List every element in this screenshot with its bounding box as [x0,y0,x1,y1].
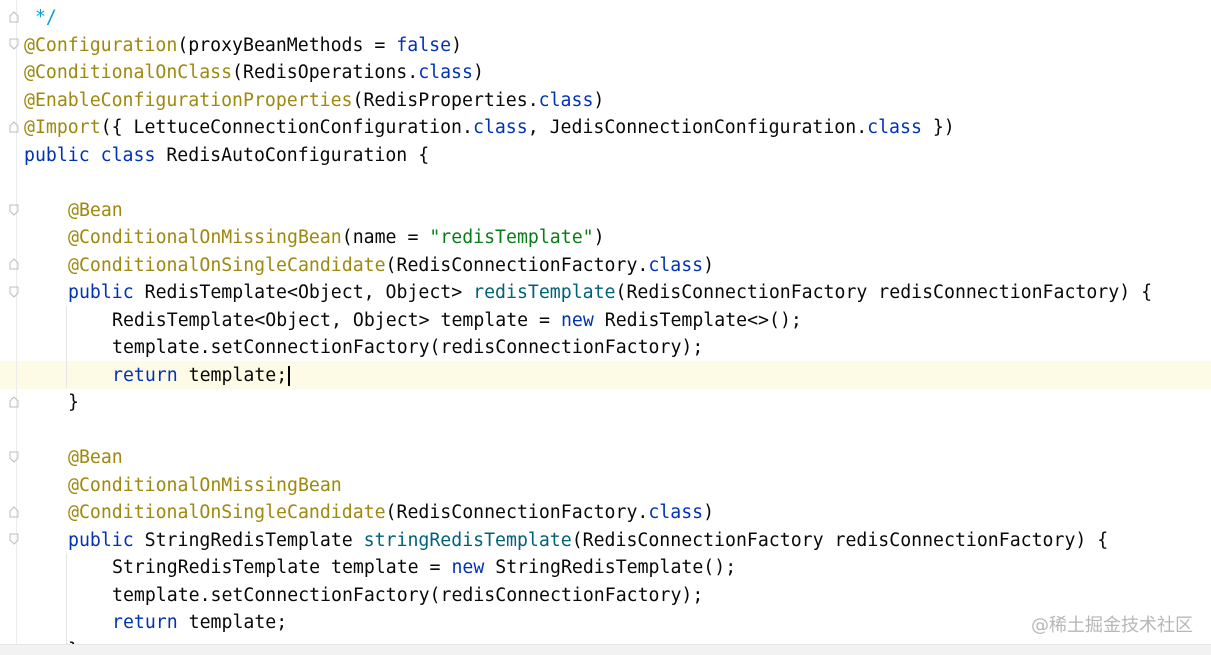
code-line[interactable]: } [68,389,79,417]
code-line[interactable]: @ConditionalOnSingleCandidate(RedisConne… [68,499,714,527]
code-token: } [68,392,79,413]
gutter-divider [16,0,17,655]
code-token: template.setConnectionFactory(redisConne… [112,337,704,358]
code-token: , JedisConnectionConfiguration. [527,117,868,138]
horizontal-scrollbar[interactable] [0,644,1211,655]
code-token: ({ LettuceConnectionConfiguration. [100,117,473,138]
code-token: ) [703,502,715,523]
code-token: ) [703,254,715,276]
code-line[interactable]: template.setConnectionFactory(redisConne… [112,334,703,362]
code-token: RedisTemplate<Object, Object> [133,282,474,303]
code-line[interactable]: @Configuration(proxyBeanMethods = false) [24,32,462,60]
code-line[interactable]: @Bean [68,444,123,472]
code-line[interactable]: @Import({ LettuceConnectionConfiguration… [24,114,955,142]
code-line[interactable]: public StringRedisTemplate stringRedisTe… [68,527,1108,555]
code-token: RedisTemplate<>(); [593,309,802,331]
code-token: class [867,117,922,138]
fold-end-icon[interactable] [9,506,19,518]
code-token: public class [24,144,156,166]
code-token: false [396,34,452,56]
code-token: class [538,89,594,111]
code-token: ) [472,62,484,83]
code-line[interactable]: @ConditionalOnClass(RedisOperations.clas… [24,59,484,87]
code-token: class [472,117,528,138]
code-token: template; [177,364,288,386]
code-token: @EnableConfigurationProperties [24,89,353,111]
code-token: template; [177,612,288,633]
code-token: RedisAutoConfiguration { [155,144,430,166]
code-line[interactable]: public class RedisAutoConfiguration { [24,142,429,170]
code-token: ) [593,89,605,111]
fold-start-icon[interactable] [9,451,19,463]
fold-start-icon[interactable] [9,38,19,50]
fold-end-icon[interactable] [9,258,19,270]
code-token: @Import [24,117,101,138]
code-token: @Bean [68,447,123,468]
indent-guide [66,553,67,645]
code-line[interactable]: @ConditionalOnSingleCandidate(RedisConne… [68,252,714,280]
fold-end-icon[interactable] [9,121,19,133]
code-token: template.setConnectionFactory(redisConne… [112,584,704,606]
code-token: public [68,282,134,303]
code-token: new [451,557,485,578]
code-token: class [648,502,704,523]
watermark: @稀土掘金技术社区 [1031,615,1193,636]
code-token: StringRedisTemplate template = [112,557,452,578]
code-token: redisTemplate [473,282,616,303]
code-line[interactable]: @Bean [68,197,123,225]
code-token: (RedisConnectionFactory. [385,502,649,523]
code-line[interactable]: return template; [112,609,287,637]
code-token: stringRedisTemplate [363,529,572,551]
fold-end-icon[interactable] [9,11,19,23]
code-token: (RedisOperations. [232,62,419,83]
code-line[interactable]: */ [24,4,57,32]
fold-start-icon[interactable] [9,286,19,298]
code-token: ) [451,34,463,56]
code-token: @Configuration [24,34,178,56]
code-token: */ [24,7,57,28]
code-token: RedisTemplate<Object, Object> template = [112,309,561,331]
code-token: class [648,254,704,276]
code-token: ) [593,227,605,248]
code-token: StringRedisTemplate(); [484,557,737,578]
code-token: (RedisConnectionFactory redisConnectionF… [615,282,1153,303]
code-token: @Bean [68,199,123,221]
code-token: "redisTemplate" [429,227,594,248]
caret-line-highlight [0,361,1211,389]
code-token: StringRedisTemplate [133,529,364,551]
code-token: (RedisProperties. [352,89,539,111]
code-token: @ConditionalOnClass [24,62,233,83]
code-line[interactable]: @ConditionalOnMissingBean [68,472,342,500]
text-caret [288,365,291,386]
code-line[interactable]: RedisTemplate<Object, Object> template =… [112,307,802,335]
code-token: new [560,309,594,331]
code-line[interactable]: return template; [112,362,291,390]
code-line[interactable]: template.setConnectionFactory(redisConne… [112,582,703,610]
fold-start-icon[interactable] [9,533,19,545]
code-token: }) [921,117,955,138]
fold-start-icon[interactable] [9,204,19,216]
code-token: return [112,612,178,633]
code-token: public [68,529,134,551]
code-token: (proxyBeanMethods = [177,34,397,56]
indent-guide [66,306,67,388]
code-token: @ConditionalOnSingleCandidate [68,502,386,523]
code-token: class [418,62,473,83]
code-token: (RedisConnectionFactory. [385,254,649,276]
code-line[interactable]: @ConditionalOnMissingBean(name = "redisT… [68,224,605,252]
code-token: (RedisConnectionFactory redisConnectionF… [571,529,1109,551]
code-token: (name = [341,227,430,248]
fold-end-icon[interactable] [9,396,19,408]
code-token: @ConditionalOnMissingBean [68,474,342,496]
code-token: @ConditionalOnSingleCandidate [68,254,386,276]
code-line[interactable]: StringRedisTemplate template = new Strin… [112,554,736,582]
code-line[interactable]: public RedisTemplate<Object, Object> red… [68,279,1152,307]
code-token: return [112,364,178,386]
code-token: @ConditionalOnMissingBean [68,227,342,248]
code-line[interactable]: @EnableConfigurationProperties(RedisProp… [24,87,604,115]
